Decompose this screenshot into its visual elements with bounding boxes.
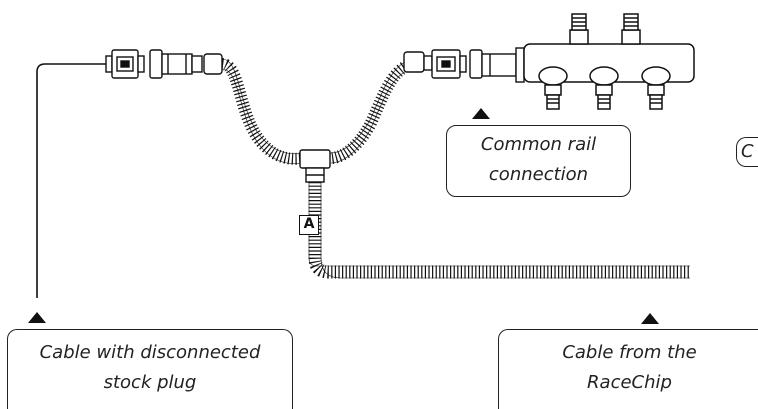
- arrow-racechip-cable: [641, 313, 659, 324]
- harness-right-connector: [403, 47, 525, 83]
- harness-left-connector: [149, 49, 223, 79]
- stock-plug-cable: [36, 63, 108, 298]
- arrow-disconnected-plug: [28, 312, 46, 323]
- callout-disconnected-plug: Cable with disconnected stock plug: [7, 329, 293, 409]
- marker-a: A: [299, 215, 319, 235]
- callout-racechip-cable: Cable from the RaceChip: [498, 329, 758, 409]
- coiled-cable-racechip: [308, 182, 690, 279]
- coiled-cable-left: [220, 58, 306, 165]
- arrow-common-rail: [472, 108, 490, 119]
- callout-racechip-cable-line2: RaceChip: [587, 372, 672, 393]
- callout-common-rail: Common rail connection: [446, 125, 631, 197]
- t-junction: [299, 149, 331, 183]
- callout-disconnected-plug-line2: stock plug: [103, 372, 197, 393]
- cut-off-label: C: [736, 137, 758, 167]
- callout-disconnected-plug-line1: Cable with disconnected: [39, 342, 261, 363]
- callout-common-rail-line1: Common rail: [480, 134, 597, 155]
- common-rail: [523, 13, 695, 110]
- stock-plug-connector: [105, 49, 145, 79]
- callout-racechip-cable-line1: Cable from the: [562, 342, 697, 363]
- callout-common-rail-line2: connection: [488, 164, 589, 185]
- coiled-cable-right: [324, 56, 422, 165]
